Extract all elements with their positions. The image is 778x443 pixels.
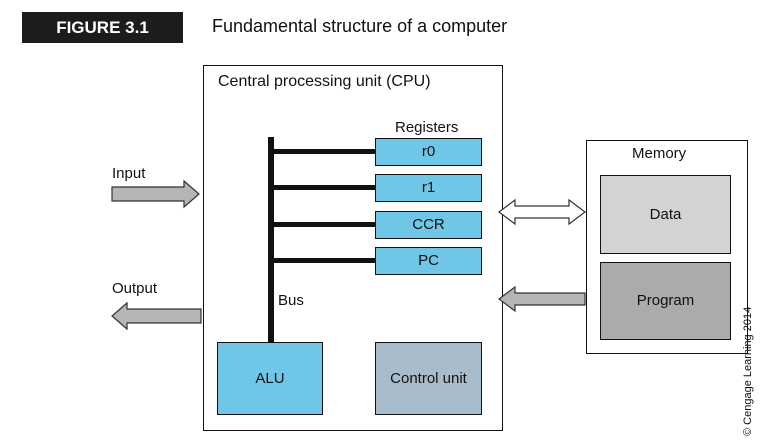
program-box: Program (600, 262, 731, 340)
figure-number-badge: FIGURE 3.1 (22, 12, 183, 43)
output-arrow (111, 301, 202, 331)
register-r1: r1 (375, 174, 482, 202)
data-bidirectional-arrow (498, 198, 586, 226)
bus-line (268, 137, 274, 342)
alu-box: ALU (217, 342, 323, 415)
bus-label: Bus (278, 292, 304, 309)
register-r0: r0 (375, 138, 482, 166)
input-arrow (111, 179, 200, 209)
bus-branch-r1 (268, 185, 375, 190)
output-label: Output (112, 280, 158, 297)
bus-branch-pc (268, 258, 375, 263)
cpu-label: Central processing unit (CPU) (218, 73, 431, 90)
register-ccr: CCR (375, 211, 482, 239)
control-unit-box: Control unit (375, 342, 482, 415)
memory-label: Memory (632, 145, 687, 162)
bus-branch-ccr (268, 222, 375, 227)
program-arrow (498, 285, 586, 313)
bus-branch-r0 (268, 149, 375, 154)
figure-caption: Fundamental structure of a computer (212, 16, 508, 36)
copyright-notice: © Cengage Learning 2014 (742, 306, 754, 436)
input-label: Input (112, 165, 146, 182)
registers-title: Registers (395, 119, 459, 136)
register-pc: PC (375, 247, 482, 275)
data-box: Data (600, 175, 731, 254)
